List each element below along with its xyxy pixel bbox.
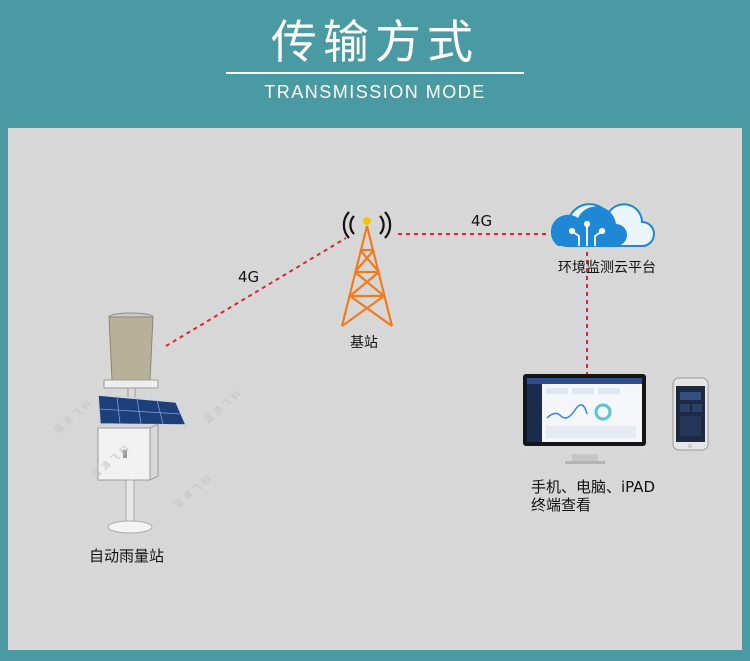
cloud-icon [550, 203, 655, 247]
tower-label: 基站 [350, 335, 378, 351]
computer-monitor-image [523, 374, 646, 464]
title-divider [226, 72, 524, 74]
link-label-right: 4G [471, 212, 493, 230]
link-label-left: 4G [238, 268, 260, 286]
page-title: 传输方式 [271, 15, 479, 69]
terminals-label-line1: 手机、电脑、iPAD [531, 478, 656, 496]
cloud-label: 环境监测云平台 [558, 260, 656, 276]
smartphone-image [672, 377, 709, 451]
page-subtitle: TRANSMISSION MODE [264, 82, 486, 102]
station-label: 自动雨量站 [89, 547, 165, 565]
rain-gauge-station-image [97, 312, 188, 534]
terminals-label-line2: 终端查看 [531, 496, 592, 514]
header-banner: 传输方式 TRANSMISSION MODE [0, 0, 750, 128]
link-station-tower [165, 237, 347, 347]
tower-icon [340, 211, 394, 327]
